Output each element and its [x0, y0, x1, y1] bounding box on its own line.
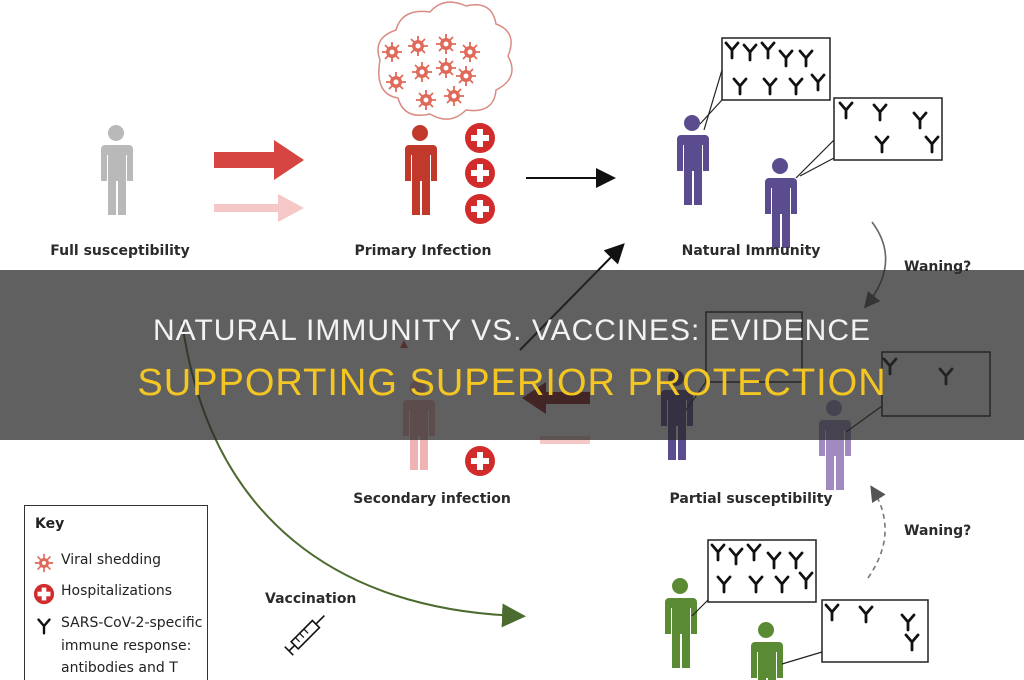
viral-shedding-icon: [34, 553, 54, 573]
label-waning-lower: Waning?: [904, 523, 972, 539]
vaccinated-person-icon: [665, 578, 697, 668]
key-label-viral-shedding: Viral shedding: [61, 552, 162, 568]
label-vaccination: Vaccination: [265, 591, 357, 607]
key-title: Key: [35, 516, 65, 532]
vaccinated-person-icon: [751, 622, 783, 680]
infection-arrow-strong: [214, 140, 304, 180]
antibody-icon: [37, 618, 51, 635]
key-legend: Key Viral shedding Hospitalizations SARS…: [24, 505, 208, 680]
infection-arrow-faint: [214, 194, 304, 222]
syringe-icon: [284, 615, 325, 656]
hospitalization-icon: [465, 123, 495, 153]
hospitalization-icon: [465, 158, 495, 188]
banner-title: NATURAL IMMUNITY VS. VACCINES: EVIDENCE: [153, 314, 871, 347]
susceptible-person-icon: [101, 125, 133, 215]
antibody-box-vaccine-medium: [821, 599, 929, 663]
label-secondary-infection: Secondary infection: [353, 491, 511, 507]
key-label-hospitalizations: Hospitalizations: [61, 583, 173, 599]
immune-person-icon: [765, 158, 797, 248]
antibody-box-medium: [833, 97, 943, 161]
title-banner: NATURAL IMMUNITY VS. VACCINES: EVIDENCE …: [0, 270, 1024, 440]
hospitalization-cross-icon: [33, 583, 55, 605]
hospitalization-icon: [465, 194, 495, 224]
key-label-continuation-2: antibodies and T: [61, 660, 178, 676]
banner-subtitle: SUPPORTING SUPERIOR PROTECTION: [137, 362, 887, 404]
antibody-box-vaccine-high: [707, 539, 817, 603]
antibody-box-high: [721, 37, 831, 101]
label-full-susceptibility: Full susceptibility: [50, 243, 190, 259]
label-natural-immunity: Natural Immunity: [681, 243, 821, 259]
infected-person-icon: [405, 125, 437, 215]
hospitalization-icon: [465, 446, 495, 476]
label-primary-infection: Primary Infection: [354, 243, 492, 259]
viral-cloud-outline: [377, 1, 513, 120]
label-partial-susceptibility: Partial susceptibility: [669, 491, 833, 507]
waning-arrow-dashed: [867, 485, 886, 579]
key-label-continuation-1: immune response:: [61, 638, 192, 654]
key-label-immune-response: SARS-CoV-2-specific: [61, 615, 203, 631]
